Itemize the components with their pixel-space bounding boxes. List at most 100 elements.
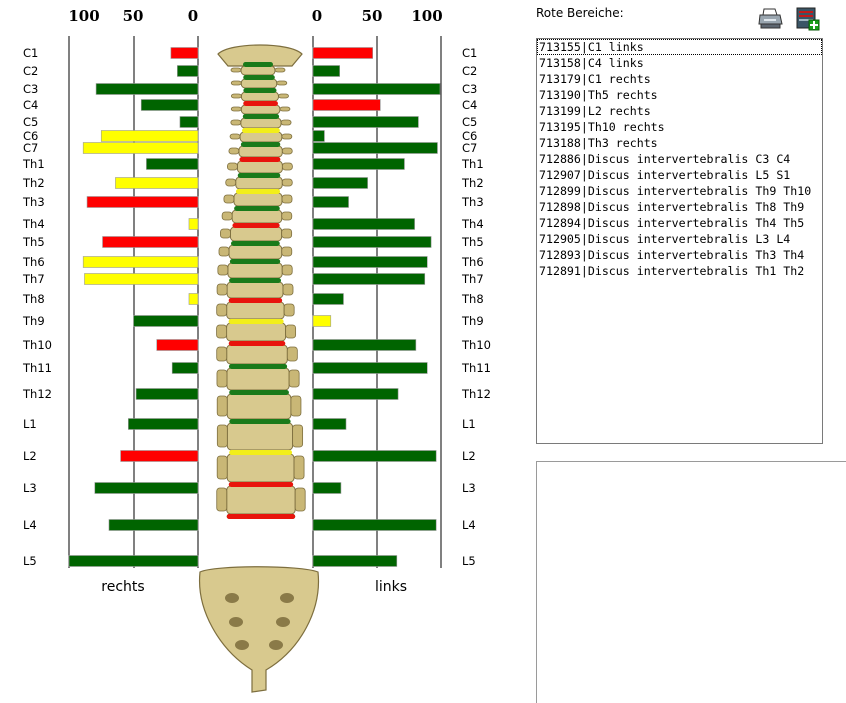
vertebra-body [229,226,283,242]
bar-links-Th3 [312,196,349,208]
list-item[interactable]: 712894|Discus intervertebralis Th4 Th5 [539,216,805,230]
intervertebral-disc [243,62,273,67]
vertebra-process [217,264,229,276]
vertebra-process [288,369,300,388]
vertebra-process [281,194,293,204]
category-label-left: Th8 [22,292,45,306]
vertebra-process [216,424,228,448]
vertebra-process [279,106,291,112]
list-item[interactable]: 712898|Discus intervertebralis Th8 Th9 [539,200,805,214]
intervertebral-disc [228,341,286,346]
vertebra-process [281,211,293,221]
list-item[interactable]: 712893|Discus intervertebralis Th3 Th4 [539,248,805,262]
vertebra-process [229,133,241,140]
right-axis-label: links [375,579,407,595]
category-label-left: Th2 [22,176,45,190]
bar-links-C4 [312,99,381,111]
bar-rechts-Th8 [188,293,199,305]
panel-title: Rote Bereiche: [536,6,624,20]
vertebra-process [218,246,230,257]
list-item[interactable]: 713155|C1 links [537,39,822,55]
right-tick-label: 0 [312,7,322,25]
category-label-right: Th2 [461,176,484,190]
intervertebral-disc [237,173,281,178]
export-icon[interactable] [795,6,821,32]
vertebra-body [226,485,296,515]
category-label-right: C3 [462,82,477,96]
sacral-foramen [225,593,239,603]
category-label-right: Th11 [461,361,491,375]
spine-illustration [198,44,320,693]
bar-rechts-Th4 [188,218,199,230]
vertebra-body [226,322,287,342]
bar-rechts-C6 [100,130,199,142]
category-label-right: L2 [462,449,476,463]
category-label-left: C4 [23,98,38,112]
vertebra-process [281,133,293,140]
list-item[interactable]: 713188|Th3 rechts [539,136,658,150]
list-item[interactable]: 712905|Discus intervertebralis L3 L4 [539,232,791,246]
sacral-foramen [276,617,290,627]
list-item[interactable]: 713158|C4 links [539,56,644,70]
category-label-left: L4 [23,518,37,532]
bar-links-Th9 [312,315,332,327]
vertebra-body [240,78,278,89]
intervertebral-disc [243,101,278,106]
list-item[interactable]: 712886|Discus intervertebralis C3 C4 [539,152,791,166]
category-label-left: C5 [23,115,38,129]
bar-rechts-Th1 [146,158,199,170]
left-tick-label: 50 [123,7,144,25]
list-item[interactable]: 713179|C1 rechts [539,72,651,86]
category-label-left: Th6 [22,255,45,269]
intervertebral-disc [230,241,280,246]
category-label-left: Th1 [22,157,45,171]
intervertebral-disc [229,450,293,455]
category-label-left: Th12 [22,387,52,401]
category-label-left: L3 [23,481,37,495]
bar-links-C3 [312,83,441,95]
vertebra-process [281,147,293,155]
list-item[interactable]: 713190|Th5 rechts [539,88,658,102]
vertebra-body [240,91,279,102]
bar-rechts-C4 [140,99,199,111]
bar-links-C5 [312,116,419,128]
category-label-right: C4 [462,98,477,112]
sacral-foramen [229,617,243,627]
vertebra-process [227,162,238,171]
vertebra-process [216,283,228,296]
right-tick-label: 50 [362,7,383,25]
vertebra-process [230,119,242,126]
vertebra-process [294,487,306,512]
list-item[interactable]: 713199|L2 rechts [539,104,651,118]
category-label-left: L5 [23,554,37,568]
category-label-right: Th10 [461,338,491,352]
bar-links-C1 [312,47,373,59]
vertebra-body [233,192,283,207]
bar-links-L1 [312,418,347,430]
right-tick-label: 100 [411,7,442,25]
intervertebral-disc [242,114,280,119]
vertebra-body [240,117,282,129]
bar-rechts-Th10 [156,339,199,351]
list-item[interactable]: 713195|Th10 rechts [539,120,665,134]
category-label-right: Th4 [461,217,484,231]
category-label-right: Th1 [461,157,484,171]
list-item[interactable]: 712899|Discus intervertebralis Th9 Th10 [539,184,812,198]
list-item[interactable]: 712907|Discus intervertebralis L5 S1 [539,168,791,182]
intervertebral-disc [229,278,282,283]
printer-icon[interactable] [757,6,783,32]
vertebra-body [240,65,276,76]
list-item[interactable]: 712891|Discus intervertebralis Th1 Th2 [539,264,805,278]
category-label-left: Th9 [22,314,45,328]
category-label-left: C1 [23,46,38,60]
vertebra-process [274,67,286,73]
left-tick-label: 0 [188,7,198,25]
category-label-right: Th3 [461,195,484,209]
bar-links-Th5 [312,236,432,248]
bar-links-L5 [312,555,398,567]
intervertebral-disc [228,298,283,303]
bar-links-C7 [312,142,438,154]
vertebra-body [226,301,285,320]
vertebra-process [216,346,228,362]
